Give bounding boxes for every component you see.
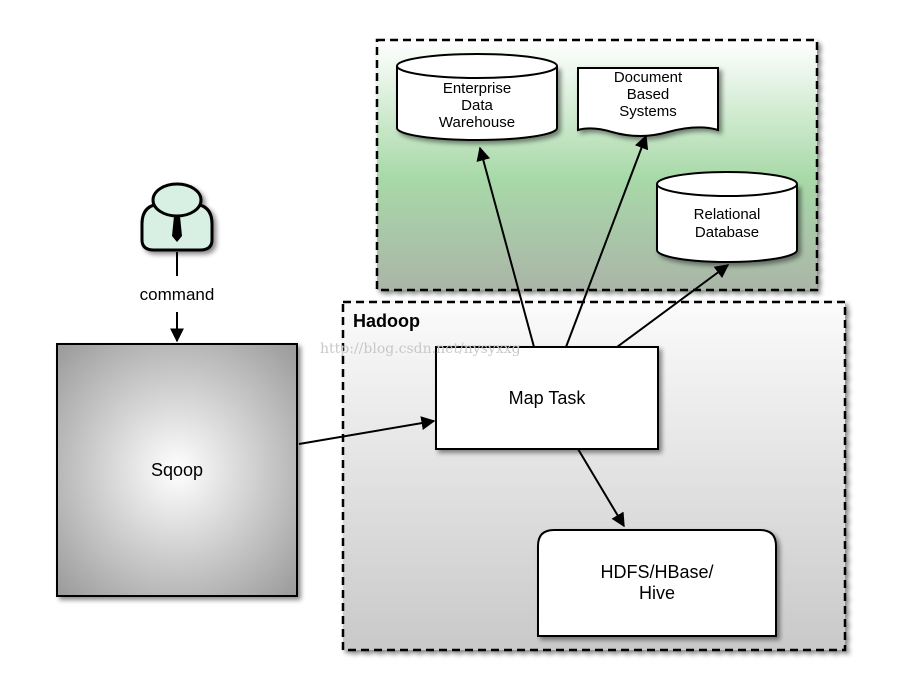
document-based-systems-node: Document Based Systems <box>577 67 719 137</box>
watermark-text: http://blog.csdn.net/nysyxxg <box>320 341 521 357</box>
rdb-label-line2: Database <box>695 224 759 241</box>
command-label: command <box>140 285 215 304</box>
map-task-to-doc-arrow <box>565 134 649 348</box>
doc-label-line3: Systems <box>619 103 677 120</box>
hadoop-label: Hadoop <box>353 311 420 331</box>
map-task-to-edw-arrow <box>476 146 535 348</box>
edw-label-line1: Enterprise <box>443 80 511 97</box>
sqoop-node: Sqoop <box>56 343 298 597</box>
rdb-label-line1: Relational <box>694 206 761 223</box>
user-icon <box>140 182 214 252</box>
map-task-to-hdfs-arrow <box>577 448 625 528</box>
relational-database-node: Relational Database <box>656 171 798 263</box>
doc-label-line2: Based <box>627 86 670 103</box>
hdfs-label-line1: HDFS/HBase/ <box>600 562 713 582</box>
edw-label-line2: Data <box>461 97 493 114</box>
map-task-label: Map Task <box>509 388 587 408</box>
sqoop-to-map-task-arrow <box>298 416 436 445</box>
hdfs-label-line2: Hive <box>639 583 675 603</box>
map-task-to-rdb-arrow <box>616 264 730 348</box>
map-task-node: Map Task <box>435 346 659 450</box>
hdfs-hbase-hive-node: HDFS/HBase/ Hive <box>537 529 777 637</box>
sqoop-label: Sqoop <box>151 460 203 480</box>
doc-label-line1: Document <box>614 69 683 86</box>
edw-label-line3: Warehouse <box>439 114 515 131</box>
enterprise-data-warehouse-node: Enterprise Data Warehouse <box>396 53 558 141</box>
